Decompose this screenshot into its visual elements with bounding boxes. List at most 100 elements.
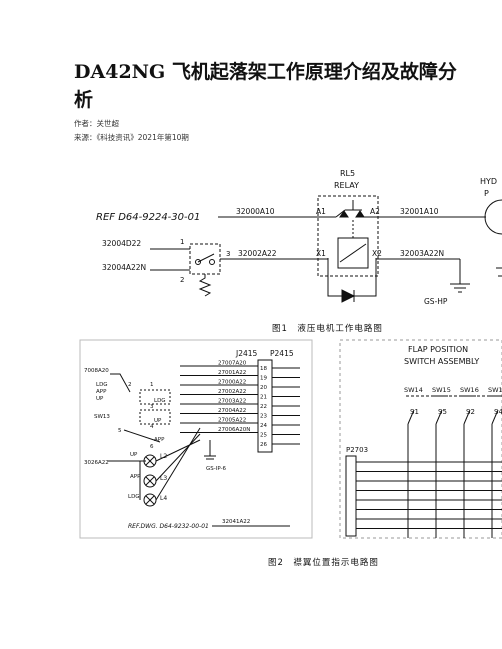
coil-diagonal [339, 243, 367, 263]
flap-switch-label: SW16 [460, 386, 479, 394]
connector-wire-group: 27007A2027001A2227000A2227002A2227003A22… [180, 361, 258, 433]
flap-contact-label: S5 [438, 408, 447, 416]
figure2-caption: 图2 襟翼位置指示电路图 [268, 558, 379, 568]
lamp-l2-x2 [145, 456, 155, 466]
diode-wire-right [354, 258, 377, 297]
pin-x2: X2 [372, 249, 382, 258]
hyd-label-2: P [484, 189, 489, 198]
selector-lever [110, 373, 131, 393]
hyd-motor-symbol [484, 199, 502, 235]
lamp-label-l4: L4 [160, 495, 167, 502]
contact-3: 3 [150, 404, 154, 410]
wire-label-32041a22: 32041A22 [222, 519, 250, 525]
lamp-l4-return [155, 427, 201, 501]
connector-p2703: P2703 [346, 446, 368, 454]
pin-x1: X1 [316, 249, 326, 258]
flap-switch-label: SW17 [488, 386, 502, 394]
flap-contact-arm [435, 409, 443, 425]
switch-node-1 [195, 259, 201, 265]
ref-drawing-2: REF.DWG. D64-9232-00-01 [128, 523, 209, 530]
connector-pin-label: 18 [260, 366, 267, 372]
position-up-contact: UP [154, 418, 162, 424]
connector-pin-label: 20 [260, 385, 267, 391]
connector-pin-label: 21 [260, 395, 267, 401]
connector-pin-label: 19 [260, 376, 267, 382]
pin-a2: A2 [370, 207, 380, 216]
flap-title-1: FLAP POSITION [408, 345, 468, 354]
article-source: 来源：《科技资讯》2021年第10期 [74, 133, 189, 142]
flap-contact-arm [491, 409, 499, 425]
flap-contact-arm [463, 409, 471, 425]
contact-frame-ldg [139, 389, 171, 405]
connector-pin-label: 22 [260, 404, 267, 410]
connector-wire-label: 27001A22 [218, 370, 246, 376]
connector-wire-label: 27004A22 [218, 408, 246, 414]
wire-label-32004a22n: 32004A22N [102, 263, 146, 272]
flap-contact-label: S1 [410, 408, 419, 416]
switch-pin-2: 2 [180, 276, 184, 284]
contact-6: 6 [150, 444, 154, 450]
position-ldg: LDG [96, 382, 108, 388]
relay-label: RELAY [334, 181, 359, 190]
flap-switch-label: SW15 [432, 386, 451, 394]
contact-arrow-right [355, 210, 365, 218]
lamp-app-label: APP [130, 474, 141, 480]
connector-wire-label: 27002A22 [218, 389, 246, 395]
connector-j2415: J2415 [235, 349, 258, 358]
lamp-l3-return [155, 433, 201, 482]
position-ldg-contact: LDG [154, 398, 166, 404]
contact-frame-up [139, 409, 171, 425]
switch-pin-1: 1 [180, 238, 184, 246]
lamp-label-l2: L2 [160, 453, 167, 460]
connector-p2415: P2415 [270, 349, 294, 358]
connector-wire-label: 27006A20N [218, 427, 250, 433]
ground-label-gs-hp: GS-HP [424, 297, 448, 306]
lamp-l4-x2 [145, 495, 155, 505]
selector-sw13: SW13 [94, 414, 110, 420]
switch-pin-3: 3 [226, 250, 230, 258]
position-app-contact: APP [154, 437, 165, 443]
lamp-l3-x2 [145, 476, 155, 486]
lamp-up-label: UP [130, 452, 138, 458]
wire-label-32000a10: 32000A10 [236, 207, 275, 216]
contact-arrow-left [339, 210, 349, 218]
position-up: UP [96, 396, 104, 402]
article-author: 作者：关世超 [74, 119, 119, 128]
lamp-l2-return [155, 439, 201, 462]
wire-label-3026a22: 3026A22 [84, 460, 109, 466]
connector-pin-label: 23 [260, 414, 267, 420]
lamp-ldg-label: LDG [128, 494, 140, 500]
article-title: DA42NG 飞机起落架工作原理介绍及故障分析 [74, 61, 457, 111]
contact-2: 2 [128, 382, 132, 388]
wire-label-7008a20: 7008A20 [84, 368, 109, 374]
flap-title-2: SWITCH ASSEMBLY [404, 357, 479, 366]
connector-pin-label: 24 [260, 423, 267, 429]
connector-pin-group: 18 19 20 21 22 23 24 25 26 [260, 366, 300, 448]
pin-a1: A1 [316, 207, 326, 216]
flap-contact-label: S4 [494, 408, 502, 416]
switch-lever [197, 253, 215, 263]
contact-arm-app [123, 429, 161, 443]
wire-label-32004d22: 32004D22 [102, 239, 141, 248]
connector-pin-label: 26 [260, 442, 267, 448]
p2703-block [345, 455, 357, 537]
contact-5: 5 [118, 428, 122, 434]
wire-label-32002a22: 32002A22 [238, 249, 277, 258]
connector-wire-label: 27005A22 [218, 418, 246, 424]
figure1-caption: 图1 液压电机工作电路图 [272, 324, 383, 334]
switch-spring [198, 274, 212, 297]
lamp-label-l3: L3 [160, 475, 167, 482]
p2703-wire-group [356, 461, 502, 529]
fig2-left-frame [79, 339, 313, 539]
ground-gs-ip-6: GS-IP-6 [206, 466, 227, 472]
connector-wire-label: 27000A22 [218, 380, 246, 386]
diode-symbol [341, 289, 356, 303]
wire-label-32003a22n: 32003A22N [400, 249, 444, 258]
position-app: APP [96, 389, 107, 395]
ref-drawing-1: REF D64-9224-30-01 [96, 212, 200, 223]
connector-pin-label: 25 [260, 433, 267, 439]
relay-box [317, 195, 379, 277]
flap-contact-label: S2 [466, 408, 475, 416]
